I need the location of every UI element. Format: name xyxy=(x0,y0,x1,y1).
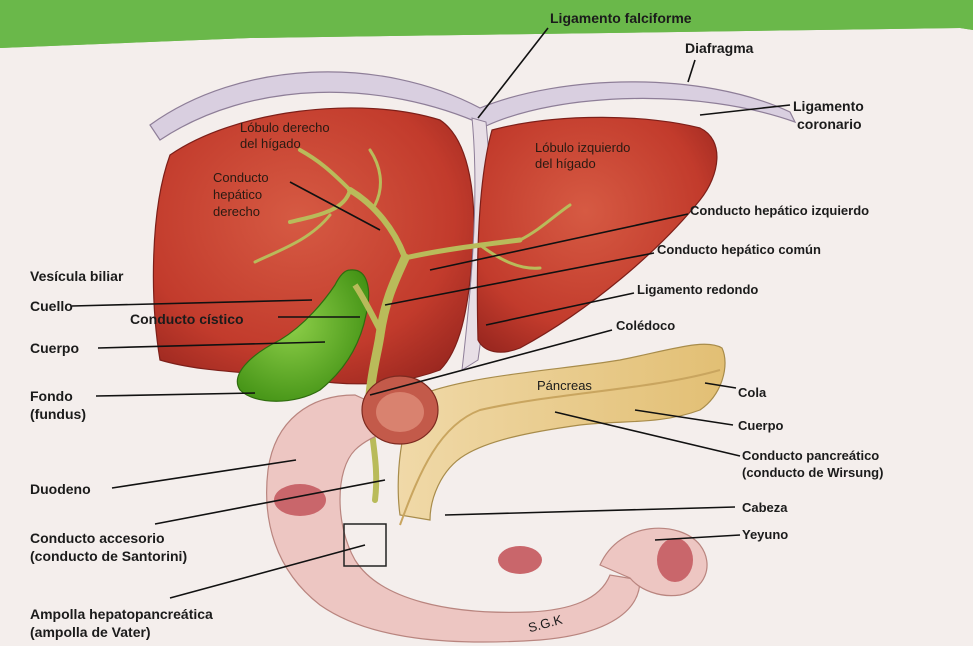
label-lobulo-izquierdo: Lóbulo izquierdo xyxy=(535,140,630,156)
label-conducto-cistico: Conducto cístico xyxy=(130,311,244,327)
label-ligamento-redondo: Ligamento redondo xyxy=(637,282,758,298)
label-ligamento-coronario: Ligamento xyxy=(793,98,864,114)
label-conducto-hepatico-comun: Conducto hepático común xyxy=(657,242,821,258)
label-conducto-accesorio: Conducto accesorio xyxy=(30,530,165,546)
label-conducto-accesorio-2: (conducto de Santorini) xyxy=(30,548,187,564)
label-ampolla: Ampolla hepatopancreática xyxy=(30,606,213,622)
label-conducto-hepatico-izquierdo: Conducto hepático izquierdo xyxy=(690,203,869,219)
label-yeyuno: Yeyuno xyxy=(742,527,788,543)
label-cabeza: Cabeza xyxy=(742,500,788,516)
label-lobulo-derecho: Lóbulo derecho xyxy=(240,120,330,136)
label-conducto-pancreatico-2: (conducto de Wirsung) xyxy=(742,465,883,481)
label-ampolla-2: (ampolla de Vater) xyxy=(30,624,151,640)
duodenum-lumen-bottom xyxy=(498,546,542,574)
label-cuerpo-pancreas: Cuerpo xyxy=(738,418,784,434)
label-coledoco: Colédoco xyxy=(616,318,675,334)
label-conducto-hepatico-derecho-2: hepático xyxy=(213,187,262,203)
label-lobulo-izquierdo-2: del hígado xyxy=(535,156,596,172)
duct-cross-section-inner xyxy=(376,392,424,432)
label-fondo-2: (fundus) xyxy=(30,406,86,422)
label-vesicula-biliar: Vesícula biliar xyxy=(30,268,123,284)
label-lobulo-derecho-2: del hígado xyxy=(240,136,301,152)
label-conducto-hepatico-derecho: Conducto xyxy=(213,170,269,186)
label-cuello: Cuello xyxy=(30,298,73,314)
label-pancreas: Páncreas xyxy=(537,378,592,394)
label-conducto-hepatico-derecho-3: derecho xyxy=(213,204,260,220)
label-duodeno: Duodeno xyxy=(30,481,91,497)
label-cuerpo: Cuerpo xyxy=(30,340,79,356)
label-ligamento-falciforme: Ligamento falciforme xyxy=(550,10,692,26)
label-cola: Cola xyxy=(738,385,766,401)
label-fondo: Fondo xyxy=(30,388,73,404)
label-ligamento-coronario-2: coronario xyxy=(797,116,862,132)
label-conducto-pancreatico: Conducto pancreático xyxy=(742,448,879,464)
jejunum-lumen xyxy=(657,538,693,582)
label-diafragma: Diafragma xyxy=(685,40,753,56)
